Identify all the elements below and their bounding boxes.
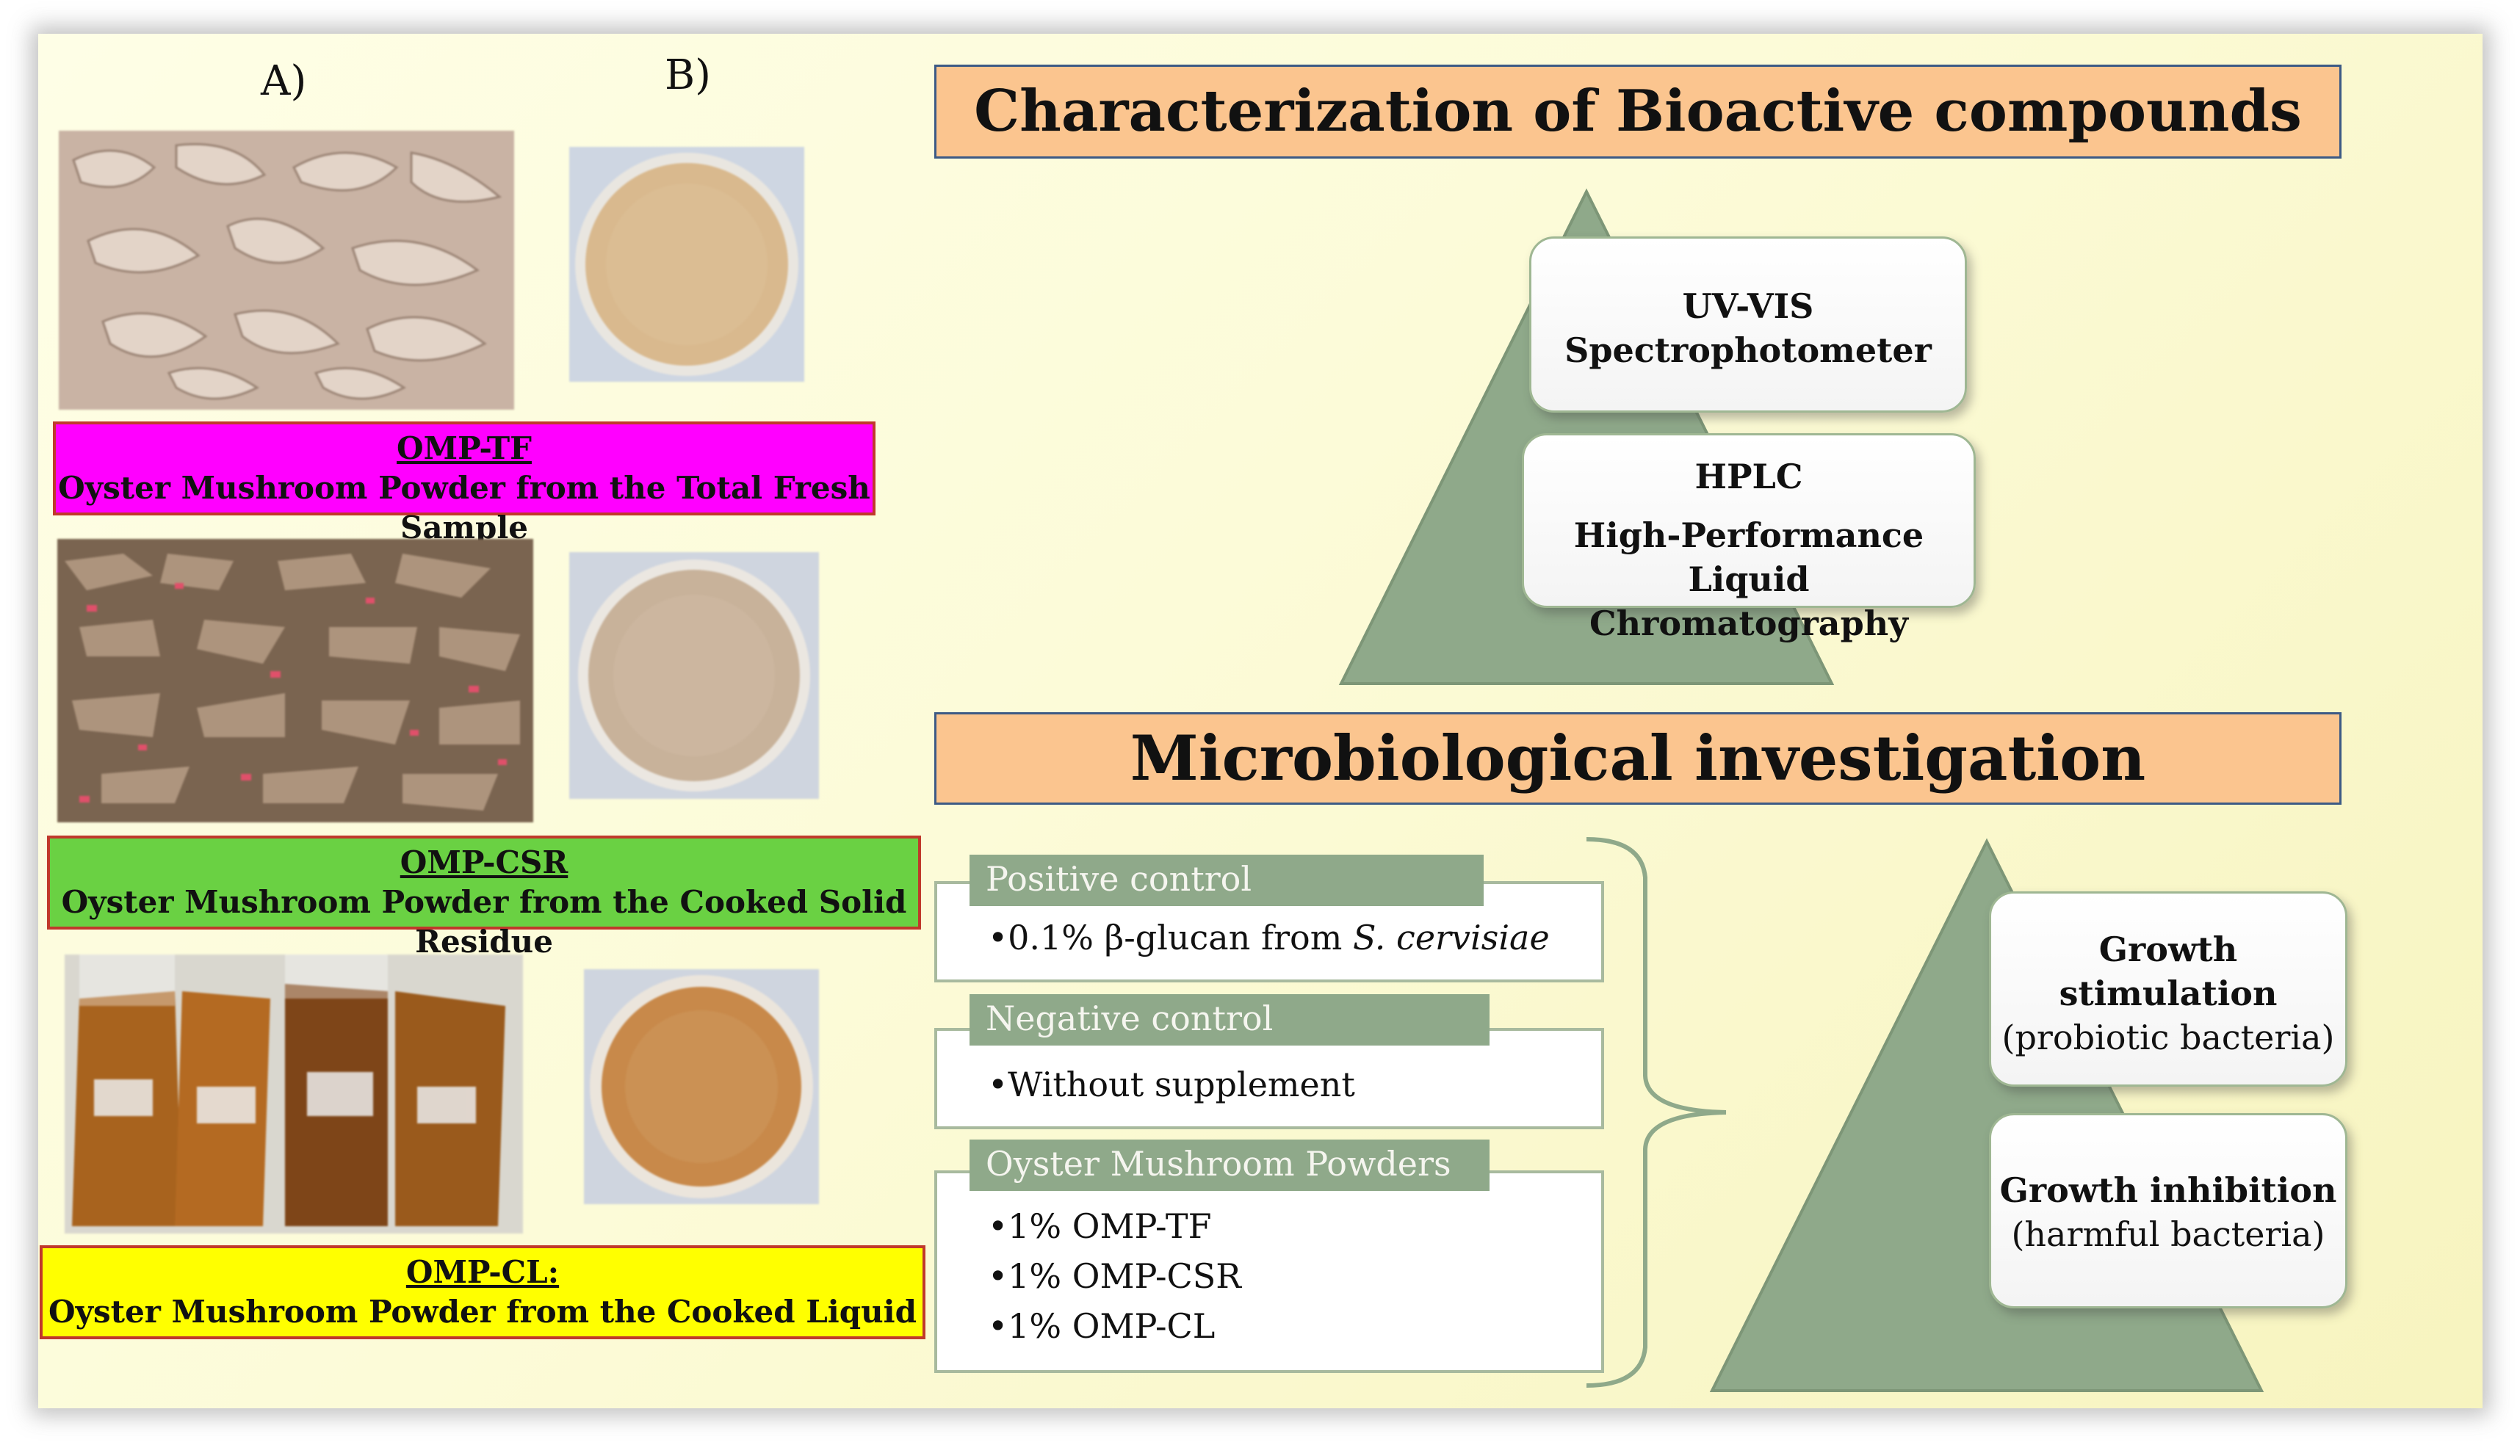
inhibition-line1: Growth inhibition xyxy=(1999,1170,2337,1210)
powders-label: Oyster Mushroom Powders xyxy=(970,1140,1490,1191)
positive-control-label: Positive control xyxy=(970,855,1484,906)
powder-item-cl: •1% OMP-CL xyxy=(988,1306,1216,1346)
label-omp-tf: OMP-TF Oyster Mushroom Powder from the T… xyxy=(53,421,875,546)
cooked-liquid-bags-photo xyxy=(65,955,523,1234)
positive-control-item: •0.1% β-glucan from S. cervisiae xyxy=(988,918,1550,957)
hplc-line2: Liquid Chromatography xyxy=(1589,559,1908,643)
omp-csr-code: OMP-CSR xyxy=(400,844,568,880)
uvvis-subtitle: Spectrophotometer xyxy=(1564,330,1932,370)
omp-csr-desc: Oyster Mushroom Powder from the Cooked S… xyxy=(61,884,907,960)
label-omp-cl: OMP-CL: Oyster Mushroom Powder from the … xyxy=(40,1245,925,1339)
powders-list: •1% OMP-TF •1% OMP-CSR •1% OMP-CL xyxy=(988,1201,1241,1351)
stimulation-line1: Growth xyxy=(2098,930,2238,969)
negative-control-item: •Without supplement xyxy=(988,1065,1355,1104)
growth-inhibition-box: Growth inhibition (harmful bacteria) xyxy=(1989,1113,2347,1308)
stimulation-line3: (probiotic bacteria) xyxy=(2001,1018,2335,1057)
powder-item-csr: •1% OMP-CSR xyxy=(988,1256,1241,1296)
powder-dish-photo-cl xyxy=(584,969,819,1204)
powder-dish-photo-csr xyxy=(569,552,819,799)
panel-label-b: B) xyxy=(665,51,711,99)
negative-control-label: Negative control xyxy=(970,994,1490,1046)
positive-control-text: 0.1% β-glucan from xyxy=(1008,918,1353,957)
growth-stimulation-box: Growth stimulation (probiotic bacteria) xyxy=(1989,891,2347,1087)
powder-item-tf: •1% OMP-TF xyxy=(988,1206,1212,1246)
dried-mushroom-photo-csr xyxy=(57,539,533,822)
hplc-box: HPLC High-Performance Liquid Chromatogra… xyxy=(1522,433,1976,643)
uvvis-title: UV-VIS xyxy=(1682,286,1814,326)
omp-tf-code: OMP-TF xyxy=(397,430,532,466)
omp-tf-desc: Oyster Mushroom Powder from the Total Fr… xyxy=(58,470,870,546)
omp-cl-code: OMP-CL: xyxy=(405,1254,560,1290)
characterization-header: Characterization of Bioactive compounds xyxy=(934,65,2342,159)
omp-cl-desc: Oyster Mushroom Powder from the Cooked L… xyxy=(48,1294,917,1330)
positive-control-species: S. cervisiae xyxy=(1352,918,1550,957)
microbio-header: Microbiological investigation xyxy=(934,712,2342,805)
panel-label-a: A) xyxy=(261,57,307,105)
hplc-line1: High-Performance xyxy=(1573,515,1924,555)
label-omp-csr: OMP-CSR Oyster Mushroom Powder from the … xyxy=(47,836,921,960)
stimulation-line2: stimulation xyxy=(2059,974,2278,1013)
hplc-title: HPLC xyxy=(1694,457,1803,496)
grouping-brace xyxy=(1586,837,1727,1388)
dried-mushroom-photo-tf xyxy=(59,131,514,410)
uvvis-box: UV-VIS Spectrophotometer xyxy=(1529,236,1967,413)
inhibition-line2: (harmful bacteria) xyxy=(2011,1214,2325,1254)
powder-dish-photo-tf xyxy=(569,147,804,382)
negative-control-text: Without supplement xyxy=(1008,1065,1355,1104)
